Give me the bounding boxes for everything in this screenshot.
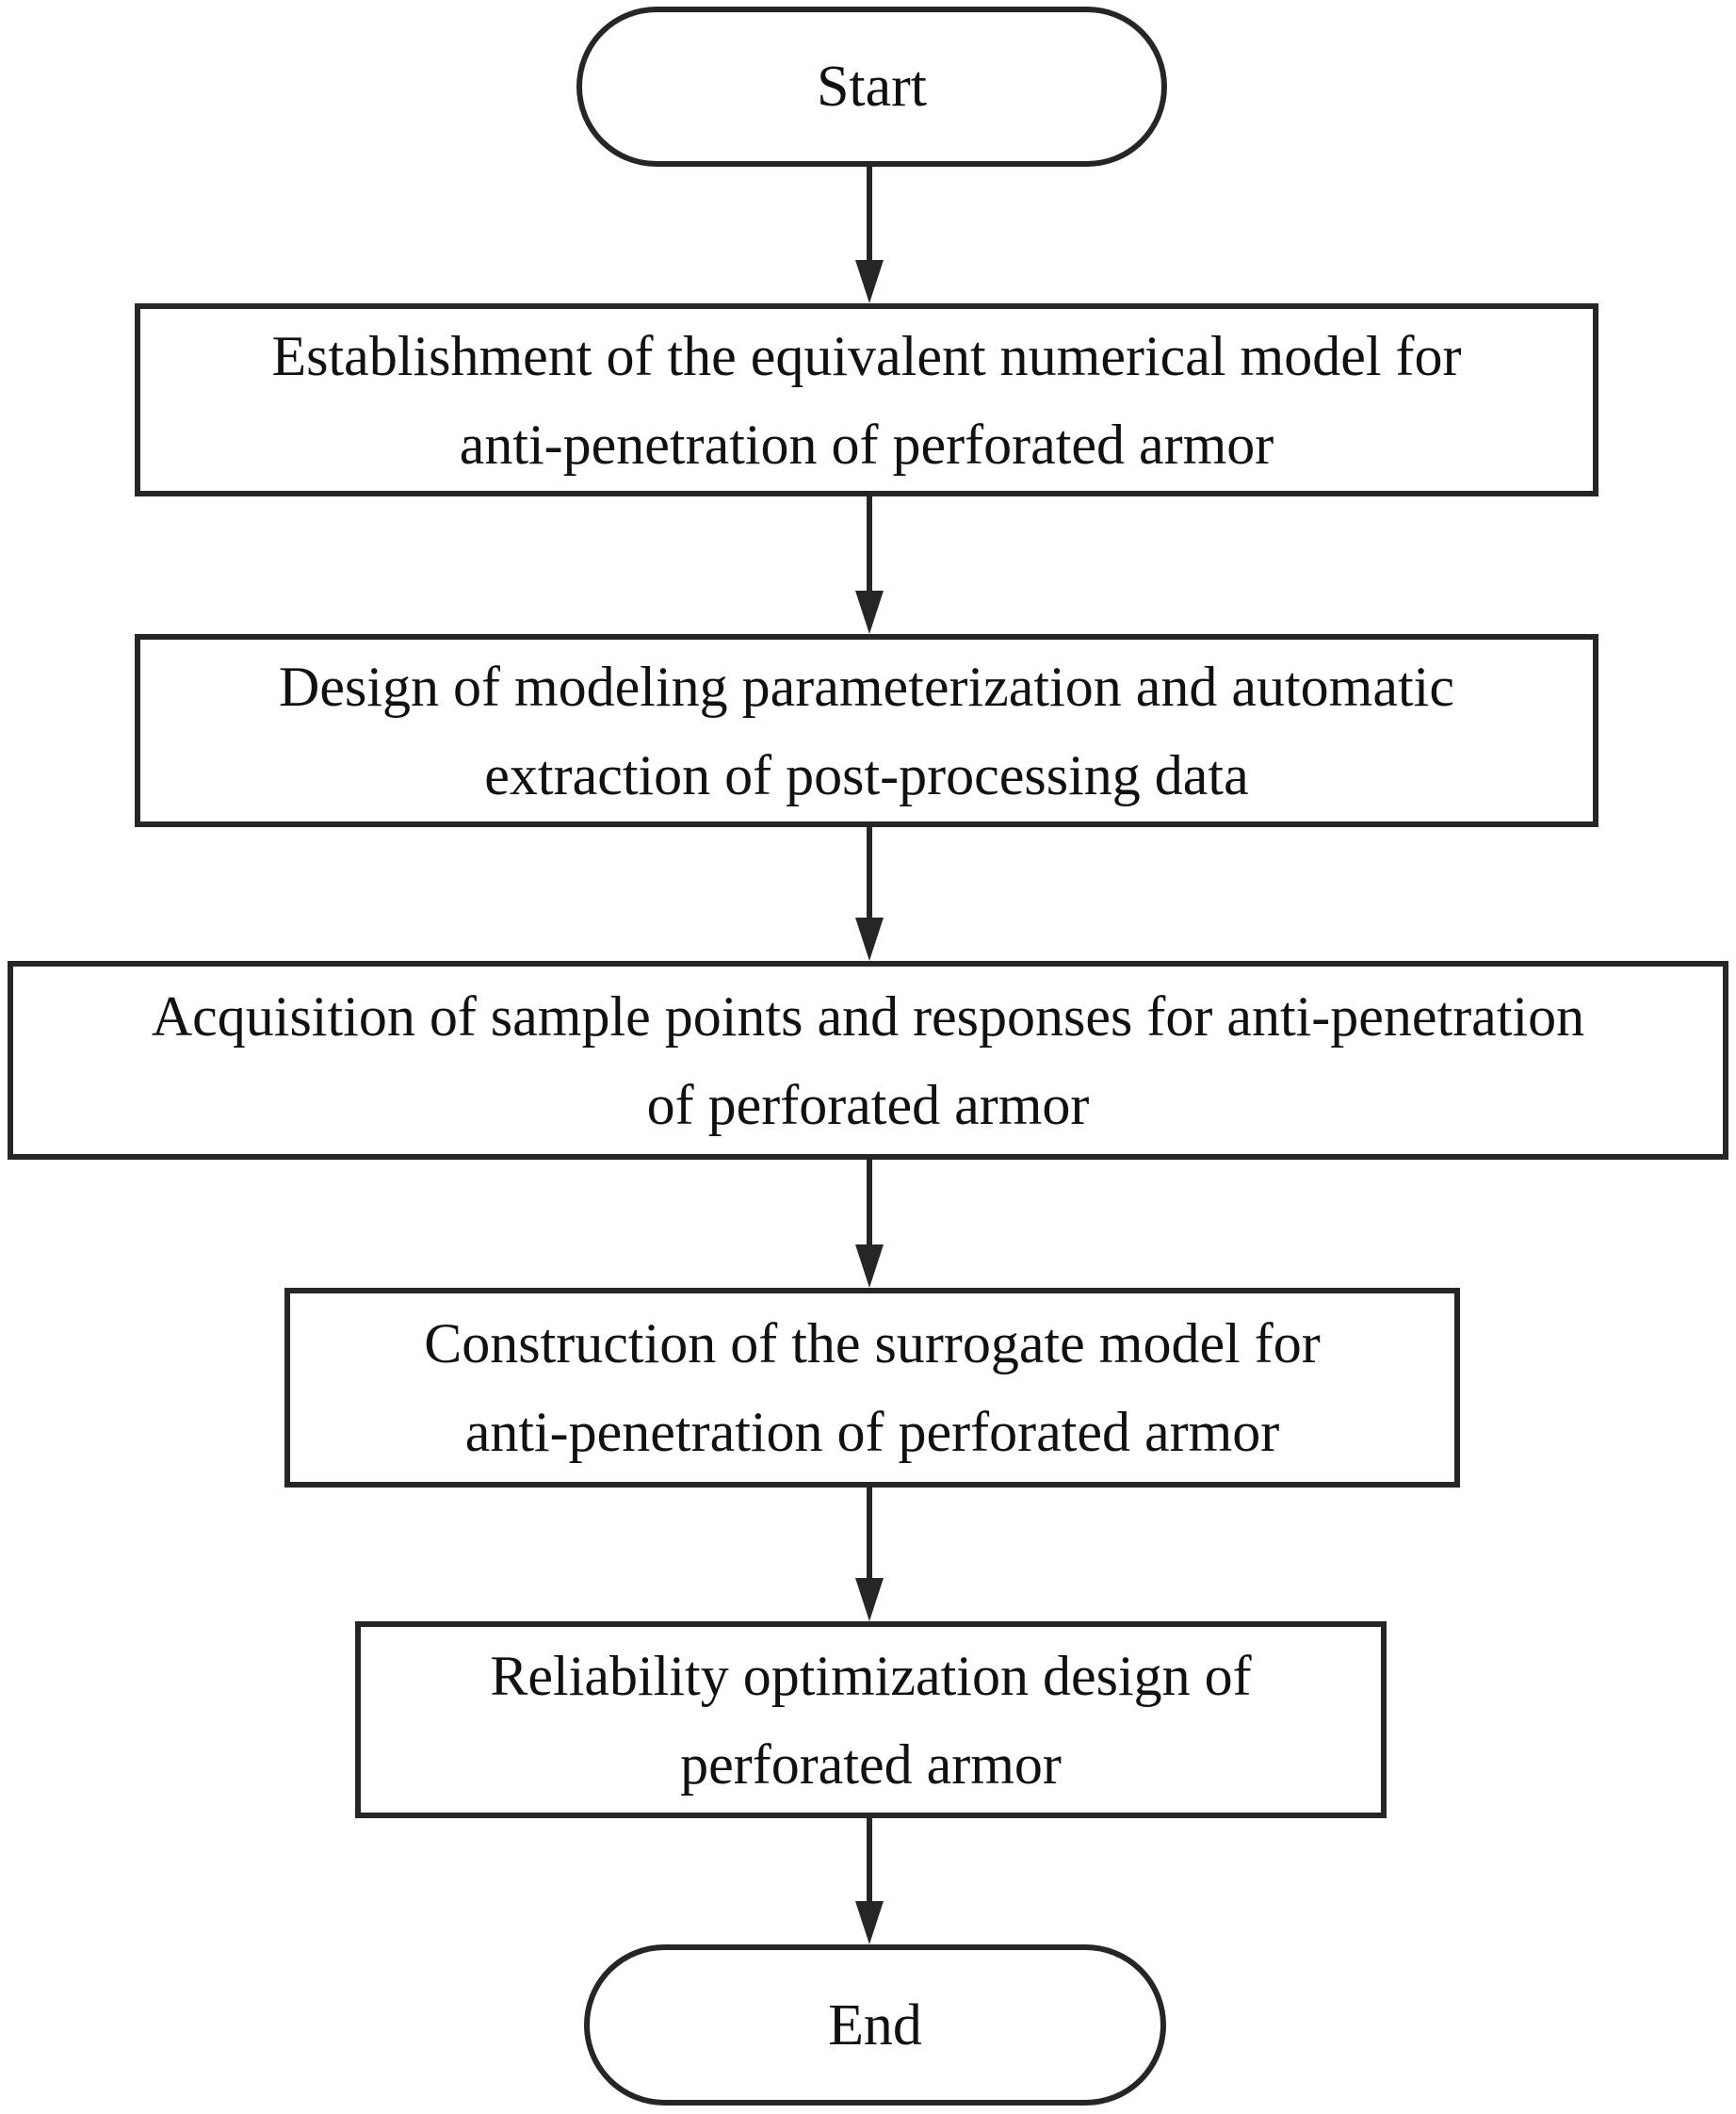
node-end-label: End xyxy=(828,1992,922,2057)
node-step-3-label-line-2: of perforated armor xyxy=(646,1073,1090,1136)
flow-arrow-step-5-to-end xyxy=(852,1818,886,1944)
flowchart-node-step-3: Acquisition of sample points and respons… xyxy=(8,961,1728,1160)
arrow-shaft xyxy=(867,1488,872,1582)
arrow-shaft xyxy=(867,1818,872,1905)
node-step-1-label-line-2: anti-penetration of perforated armor xyxy=(459,413,1274,476)
flow-arrow-start-to-step-1 xyxy=(852,167,886,303)
node-start-label: Start xyxy=(816,55,928,119)
node-step-4-label-line-2: anti-penetration of perforated armor xyxy=(464,1401,1280,1463)
flowchart-node-end: End xyxy=(584,1944,1166,2106)
node-step-2-label-line-2: extraction of post-processing data xyxy=(484,743,1249,806)
arrow-head-icon xyxy=(855,591,884,634)
node-step-2-label-line-1: Design of modeling parameterization and … xyxy=(279,655,1454,718)
flow-arrow-step-2-to-step-3 xyxy=(852,827,886,961)
arrow-head-icon xyxy=(855,918,884,961)
arrow-head-icon xyxy=(855,1578,884,1621)
node-step-4-label-line-1: Construction of the surrogate model for xyxy=(424,1312,1321,1374)
arrow-shaft xyxy=(867,496,872,594)
arrow-shaft xyxy=(867,827,872,921)
flow-arrow-step-4-to-step-5 xyxy=(852,1488,886,1621)
arrow-head-icon xyxy=(855,260,884,303)
node-step-3-label-line-1: Acquisition of sample points and respons… xyxy=(151,984,1585,1048)
flowchart-node-step-4: Construction of the surrogate model for … xyxy=(284,1288,1460,1488)
flow-arrow-step-3-to-step-4 xyxy=(852,1160,886,1288)
flow-arrow-step-1-to-step-2 xyxy=(852,496,886,634)
flowchart-node-step-5: Reliability optimization design of perfo… xyxy=(355,1621,1387,1818)
arrow-shaft xyxy=(867,1160,872,1248)
arrow-head-icon xyxy=(855,1901,884,1944)
arrow-shaft xyxy=(867,167,872,264)
flowchart-node-start: Start xyxy=(576,7,1167,167)
flowchart-node-step-2: Design of modeling parameterization and … xyxy=(135,634,1598,827)
node-step-5-label-line-2: perforated armor xyxy=(680,1732,1062,1796)
flowchart-node-step-1: Establishment of the equivalent numerica… xyxy=(135,303,1598,496)
node-step-1-label-line-1: Establishment of the equivalent numerica… xyxy=(271,324,1462,387)
arrow-head-icon xyxy=(855,1244,884,1288)
node-step-5-label-line-1: Reliability optimization design of xyxy=(490,1644,1252,1707)
